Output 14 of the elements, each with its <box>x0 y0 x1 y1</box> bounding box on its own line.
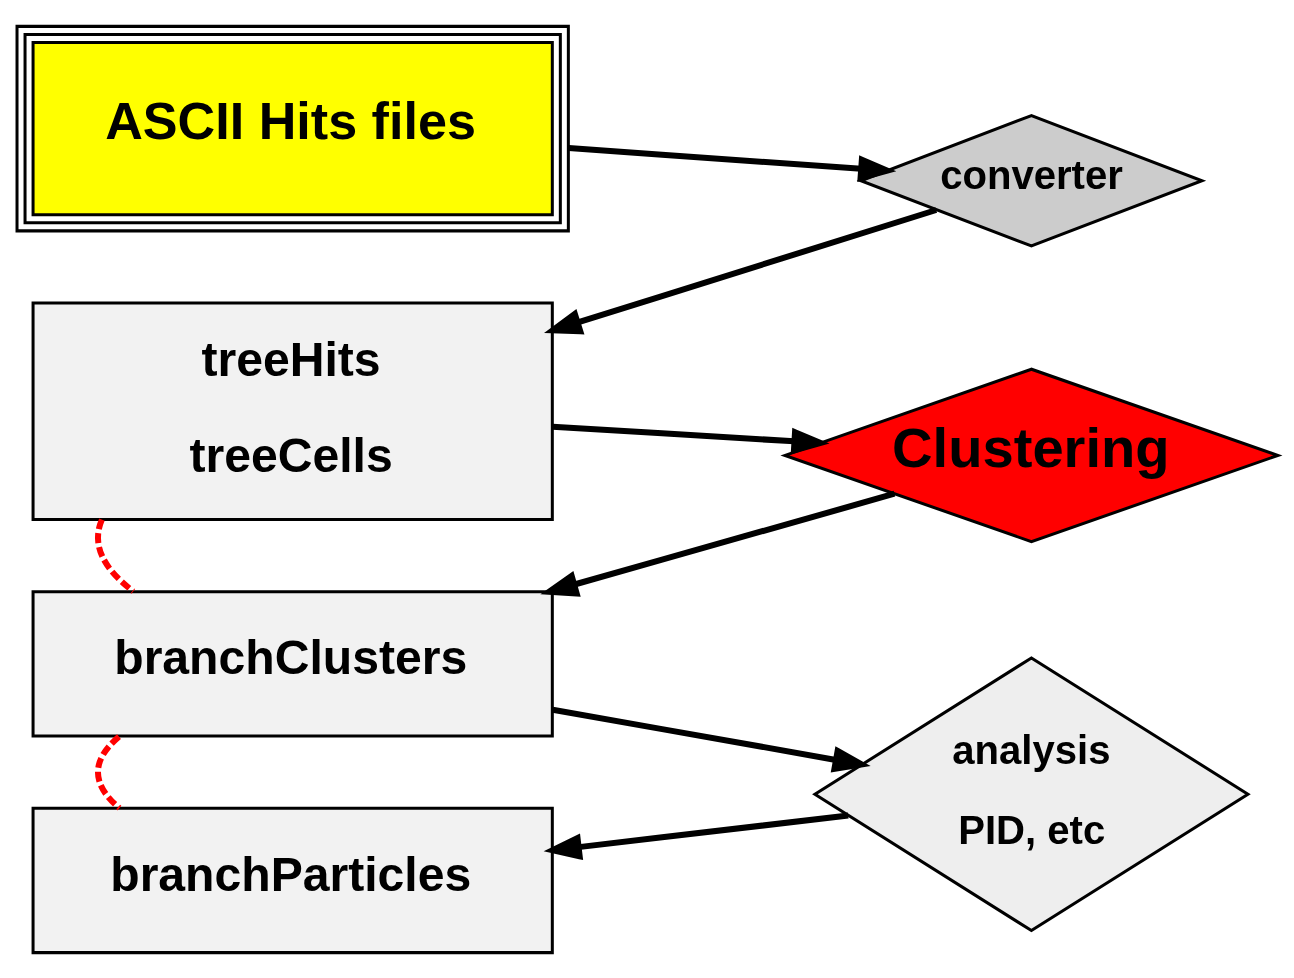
connector <box>94 518 135 594</box>
node-box: branchClusters <box>31 589 554 738</box>
arrow <box>543 206 937 334</box>
arrow <box>543 812 849 860</box>
node-box: branchParticles <box>31 806 554 954</box>
node-diamond: Clustering <box>779 367 1282 543</box>
arrow <box>551 706 871 773</box>
connector <box>94 733 121 810</box>
node-box: treeHits treeCells <box>31 301 554 521</box>
arrow <box>568 144 896 182</box>
node-diamond: analysis PID, etc <box>811 655 1251 932</box>
arrow <box>552 423 830 454</box>
node-box: ASCII Hits files <box>15 24 570 232</box>
arrow <box>539 490 895 597</box>
